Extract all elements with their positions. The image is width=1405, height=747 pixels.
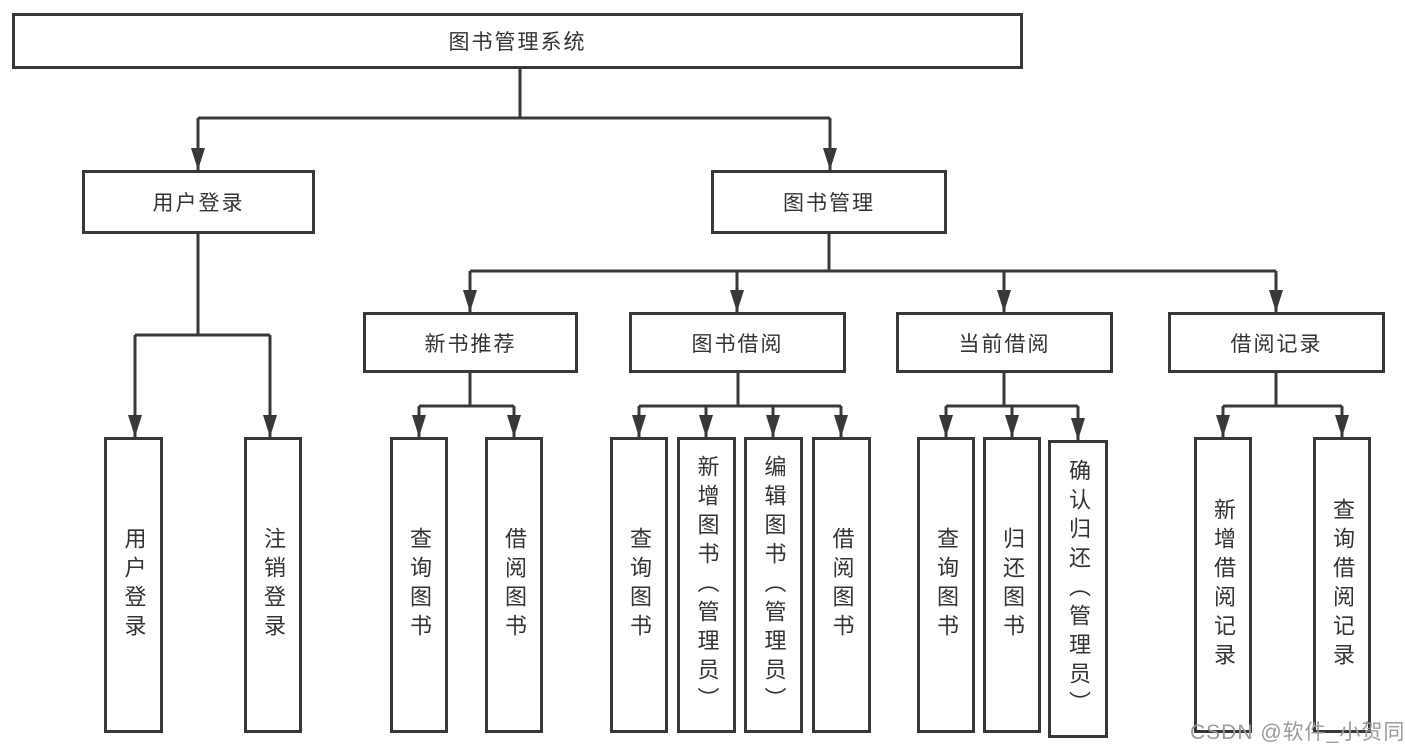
node-query-books-3-label: 查询图书 <box>934 527 959 643</box>
node-query-books-2: 查询图书 <box>610 437 668 733</box>
connector-current-borrowing-branch <box>946 373 1078 408</box>
node-query-books-3: 查询图书 <box>917 437 975 733</box>
node-return-books-label: 归还图书 <box>1000 527 1025 643</box>
node-query-books-2-label: 查询图书 <box>627 527 652 643</box>
connector-borrowing-records-branch <box>1223 373 1342 408</box>
node-query-borrow-record-label: 查询借阅记录 <box>1330 498 1355 672</box>
node-book-borrowing: 图书借阅 <box>629 312 846 373</box>
node-current-borrowing-label: 当前借阅 <box>958 332 1051 356</box>
node-borrow-books-1: 借阅图书 <box>485 437 543 733</box>
node-new-book-recommend-label: 新书推荐 <box>424 332 517 356</box>
node-user-login: 用户登录 <box>82 170 315 234</box>
node-query-books-1: 查询图书 <box>390 437 448 733</box>
connector-book-management-branch <box>470 234 1276 273</box>
node-edit-books-admin-label: 编辑图书（管理员） <box>761 454 787 716</box>
node-new-book-recommend: 新书推荐 <box>363 312 578 373</box>
node-query-borrow-record: 查询借阅记录 <box>1313 437 1371 733</box>
node-borrow-books-1-label: 借阅图书 <box>502 527 527 643</box>
csdn-watermark: CSDN @软件_小贺同学 <box>1190 721 1405 744</box>
connector-book-borrowing-branch <box>639 373 841 408</box>
node-user-login-leaf: 用户登录 <box>104 437 163 733</box>
node-add-borrow-record-label: 新增借阅记录 <box>1211 498 1236 672</box>
node-user-login-leaf-label: 用户登录 <box>121 527 147 643</box>
node-return-books: 归还图书 <box>983 437 1041 733</box>
node-add-books-admin: 新增图书（管理员） <box>677 437 736 733</box>
node-add-books-admin-label: 新增图书（管理员） <box>694 454 720 716</box>
node-book-management-label: 图书管理 <box>783 192 875 215</box>
node-query-books-1-label: 查询图书 <box>407 527 432 643</box>
node-confirm-return-admin-label: 确认归还（管理员） <box>1066 458 1091 720</box>
node-borrowing-records: 借阅记录 <box>1168 312 1385 373</box>
node-library-system-label: 图书管理系统 <box>448 31 587 54</box>
node-borrow-books-2: 借阅图书 <box>812 437 871 733</box>
connector-user-login-branch <box>135 234 270 337</box>
node-borrow-books-2-label: 借阅图书 <box>829 527 855 643</box>
node-borrowing-records-label: 借阅记录 <box>1230 332 1323 356</box>
node-edit-books-admin: 编辑图书（管理员） <box>744 437 803 733</box>
node-add-borrow-record: 新增借阅记录 <box>1194 437 1252 733</box>
node-book-management: 图书管理 <box>711 170 947 234</box>
node-library-system: 图书管理系统 <box>12 13 1023 69</box>
node-confirm-return-admin: 确认归还（管理员） <box>1048 440 1108 738</box>
node-current-borrowing: 当前借阅 <box>896 312 1113 373</box>
connector-new-book-branch <box>419 373 514 408</box>
node-logout: 注销登录 <box>244 437 302 733</box>
node-user-login-label: 用户登录 <box>152 192 245 215</box>
node-book-borrowing-label: 图书借阅 <box>691 332 784 356</box>
connector-root-stem <box>198 69 830 120</box>
node-logout-label: 注销登录 <box>261 527 286 643</box>
